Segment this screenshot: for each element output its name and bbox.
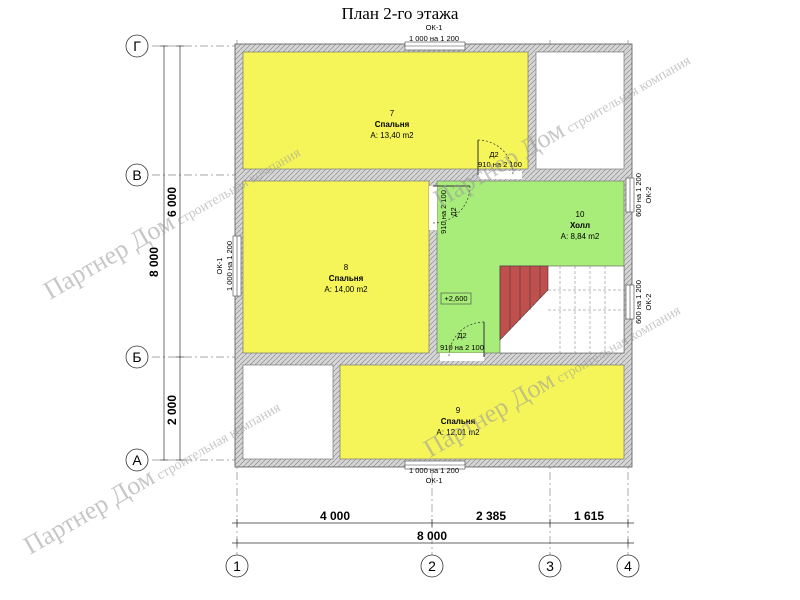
dim-left-total: 8 000 [147, 247, 161, 277]
window-right-upper-label: ОК-2 [644, 187, 653, 204]
axis-bubble-g: Г [125, 34, 149, 58]
room-8-name: Спальня [329, 274, 364, 283]
dim-left-upper: 6 000 [165, 187, 179, 217]
door-middle-label: Д2 [449, 207, 458, 216]
axis-bubble-v: В [125, 163, 149, 187]
level-mark-text: +2,600 [444, 294, 467, 303]
door-lower-label: Д2 [457, 331, 466, 340]
window-left [232, 235, 242, 297]
staircase [499, 265, 625, 354]
axis-label-4: 4 [624, 558, 632, 574]
dim-bottom-3: 1 615 [574, 509, 604, 523]
room-7-fill [242, 51, 529, 170]
axis-label-3: 3 [546, 558, 554, 574]
room-10-number: 10 [576, 210, 585, 219]
room-7-area: A: 13,40 m2 [370, 131, 414, 140]
axis-label-a: А [132, 452, 142, 468]
room-8-fill [242, 180, 430, 354]
small-room-top-right [535, 51, 625, 170]
room-10-area: A: 8,84 m2 [561, 232, 600, 241]
room-9-name: Спальня [441, 417, 476, 426]
window-right-lower-size: 600 на 1 200 [634, 280, 643, 324]
window-right-upper-size: 600 на 1 200 [634, 173, 643, 217]
watermark-3-brand: Партнер Дом [19, 462, 160, 560]
room-7-number: 7 [390, 109, 395, 118]
axis-bubble-a: А [125, 448, 149, 472]
window-bottom-label: ОК-1 [426, 476, 443, 485]
door-upper [477, 139, 522, 179]
axis-label-g: Г [133, 38, 141, 54]
door-upper-label: Д2 [489, 150, 498, 159]
axis-label-1: 1 [233, 558, 241, 574]
window-right-lower-label: ОК-2 [644, 294, 653, 311]
window-top [404, 41, 466, 51]
small-room-bottom-left [242, 364, 334, 460]
window-left-label: ОК-1 [215, 258, 224, 275]
room-8-area: A: 14,00 m2 [324, 285, 368, 294]
window-right-lower [625, 284, 635, 320]
door-lower-size: 910 на 2 100 [440, 343, 484, 352]
window-top-label: ОК-1 [426, 23, 443, 32]
window-top-size: 1 000 на 1 200 [409, 34, 459, 43]
room-8-number: 8 [344, 263, 349, 272]
room-9-fill [339, 364, 625, 460]
level-mark: +2,600 [440, 292, 472, 305]
window-bottom-size: 1 000 на 1 200 [409, 466, 459, 475]
axis-bubble-1: 1 [225, 554, 249, 578]
window-bottom [404, 460, 466, 470]
axis-label-v: В [132, 167, 141, 183]
axis-label-b: Б [132, 349, 141, 365]
dim-left-lower: 2 000 [165, 395, 179, 425]
axis-bubble-4: 4 [616, 554, 640, 578]
window-left-size: 1 000 на 1 200 [225, 241, 234, 291]
room-9-number: 9 [456, 406, 461, 415]
door-lower [440, 321, 485, 361]
left-dimensions [160, 45, 184, 461]
axis-bubble-b: Б [125, 345, 149, 369]
axis-bubble-3: 3 [538, 554, 562, 578]
axis-label-2: 2 [428, 558, 436, 574]
door-upper-size: 910 на 2 100 [478, 160, 522, 169]
plan-title: План 2-го этажа [341, 4, 459, 23]
room-9-area: A: 12,01 m2 [436, 428, 480, 437]
dim-bottom-2: 2 385 [476, 509, 506, 523]
room-7-name: Спальня [375, 120, 410, 129]
bottom-dimensions [232, 519, 634, 547]
dim-bottom-total: 8 000 [417, 529, 447, 543]
window-right-upper [625, 177, 635, 213]
dim-bottom-1: 4 000 [320, 509, 350, 523]
axis-bubble-2: 2 [420, 554, 444, 578]
door-middle-size: 910 на 2 100 [439, 190, 448, 234]
door-middle [429, 185, 471, 230]
room-10-name: Холл [570, 221, 590, 230]
